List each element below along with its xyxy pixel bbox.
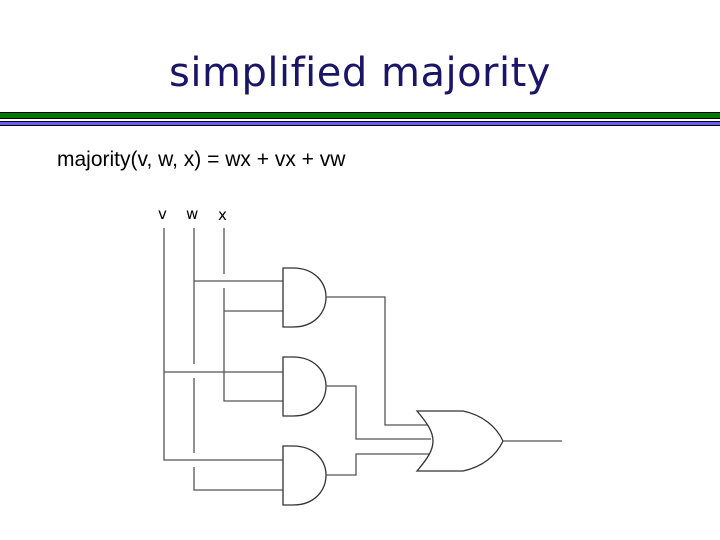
wire-x — [223, 228, 283, 402]
title-rule-green — [0, 112, 720, 119]
wire-v — [163, 228, 283, 461]
input-label-w: w — [186, 205, 198, 223]
input-label-x: x — [218, 206, 227, 224]
title-rule-blue — [0, 121, 720, 126]
and-gate-2 — [282, 356, 327, 417]
input-label-v: v — [158, 205, 167, 223]
or-gate — [415, 410, 504, 472]
and-gate-3 — [282, 445, 327, 506]
majority-formula: majority(v, w, x) = wx + vx + vw — [57, 148, 346, 171]
and-gate-1 — [282, 267, 327, 328]
slide-title: simplified majority — [169, 50, 551, 96]
wire-and2-to-or — [326, 385, 431, 440]
wire-w — [193, 228, 283, 491]
wire-and1-to-or — [326, 296, 430, 426]
wire-and3-to-or — [326, 453, 430, 476]
